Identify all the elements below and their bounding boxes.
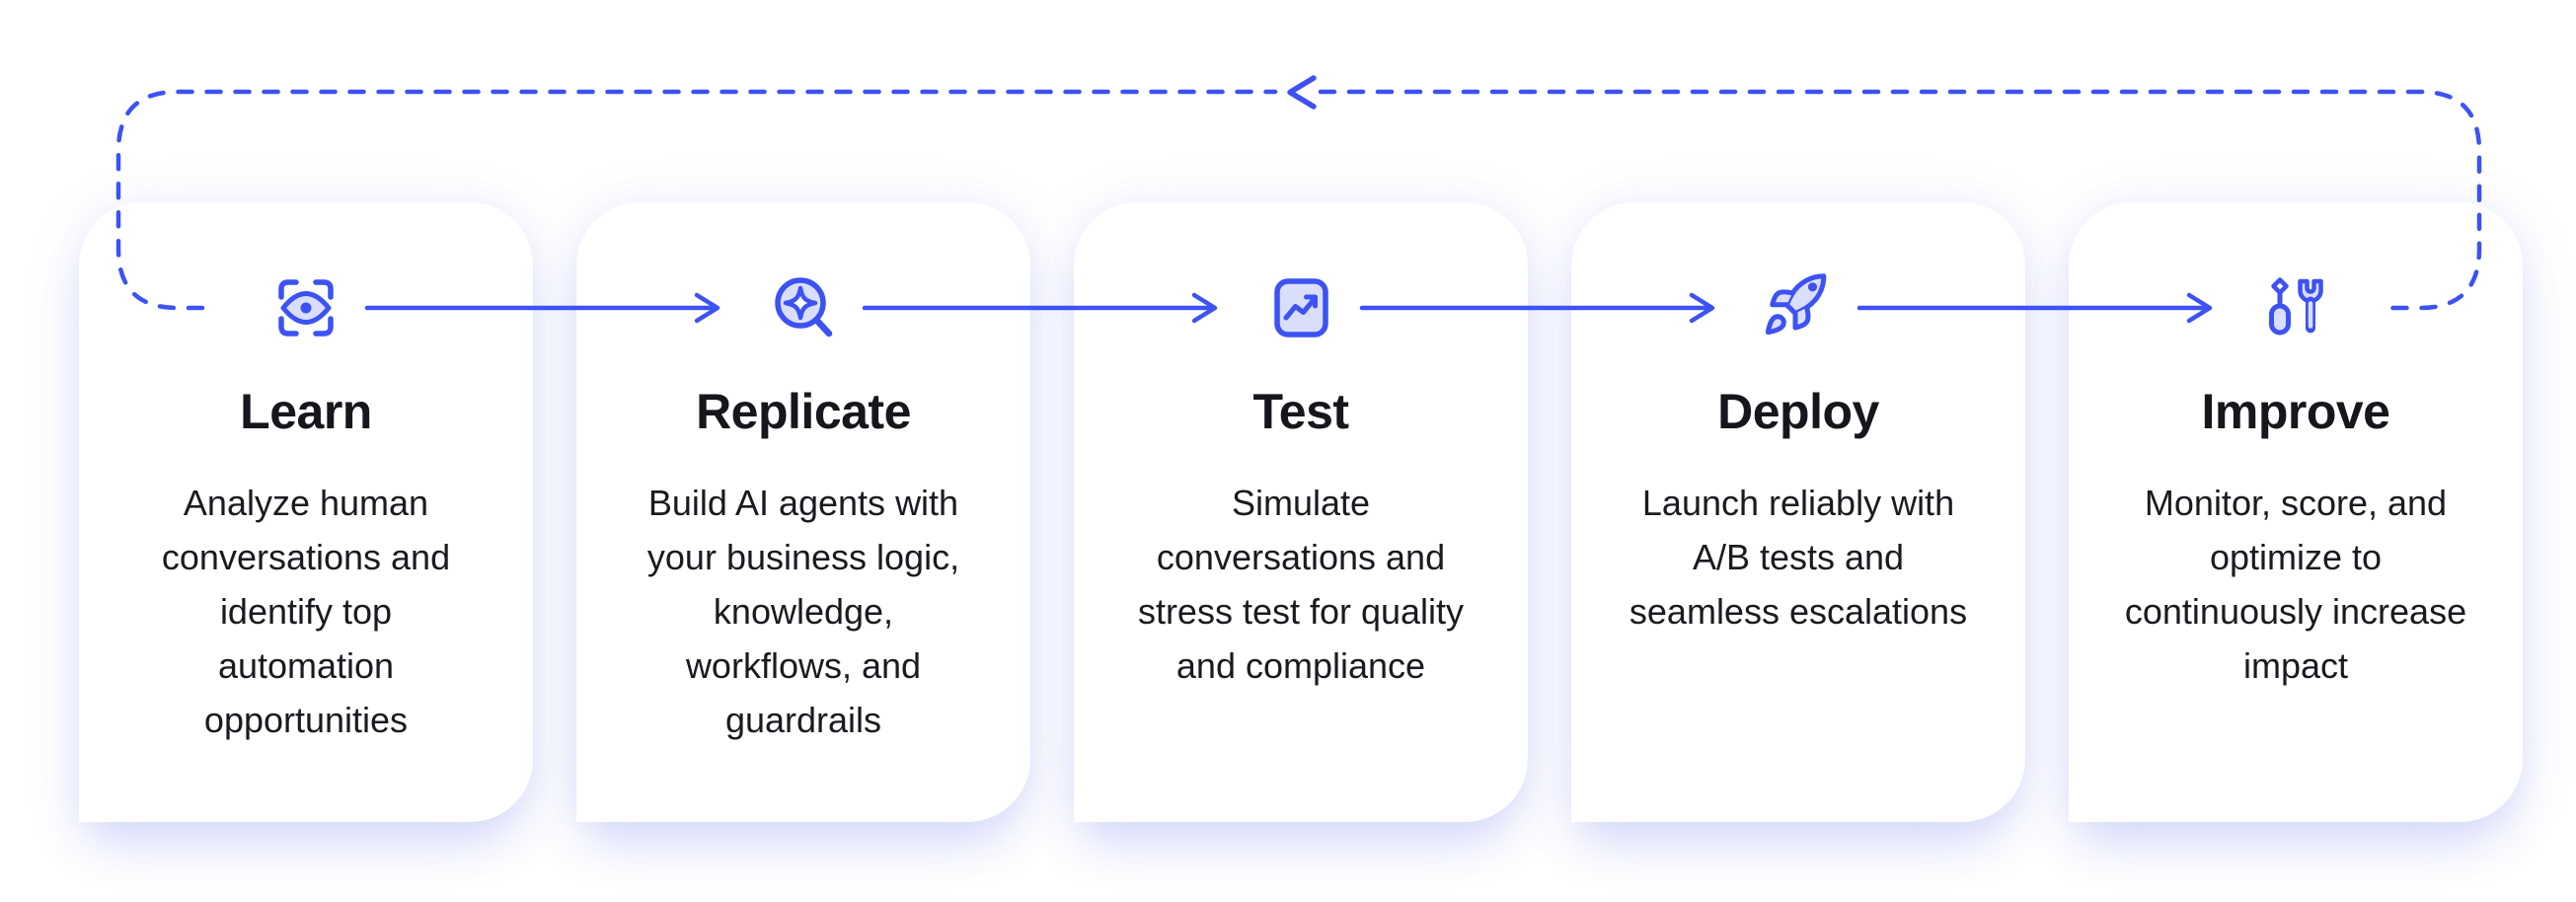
card-title: Test xyxy=(1252,384,1349,439)
card-title: Replicate xyxy=(696,384,911,439)
card-title: Deploy xyxy=(1717,384,1879,439)
chart-trend-icon xyxy=(1263,270,1338,345)
loop-direction-chevron-icon xyxy=(1287,75,1317,110)
search-sparkle-icon xyxy=(766,270,841,345)
card-description: Build AI agents with your business logic… xyxy=(646,483,960,740)
step-card-deploy: Deploy Launch reliably with A/B tests an… xyxy=(1571,202,2025,822)
card-description: Launch reliably with A/B tests and seaml… xyxy=(1629,483,1968,632)
card-description: Analyze human conversations and identify… xyxy=(161,483,451,740)
tools-icon xyxy=(2258,270,2333,345)
step-card-learn: Learn Analyze human conversations and id… xyxy=(79,202,533,822)
card-description: Monitor, score, and optimize to continuo… xyxy=(2124,483,2467,686)
step-card-replicate: Replicate Build AI agents with your busi… xyxy=(576,202,1030,822)
step-card-improve: Improve Monitor, score, and optimize to … xyxy=(2069,202,2523,822)
rocket-icon xyxy=(1761,270,1836,345)
card-title: Learn xyxy=(240,384,372,439)
step-card-test: Test Simulate conversations and stress t… xyxy=(1074,202,1528,822)
card-description: Simulate conversations and stress test f… xyxy=(1137,483,1465,686)
card-title: Improve xyxy=(2201,384,2390,439)
eye-scan-icon xyxy=(268,270,343,345)
